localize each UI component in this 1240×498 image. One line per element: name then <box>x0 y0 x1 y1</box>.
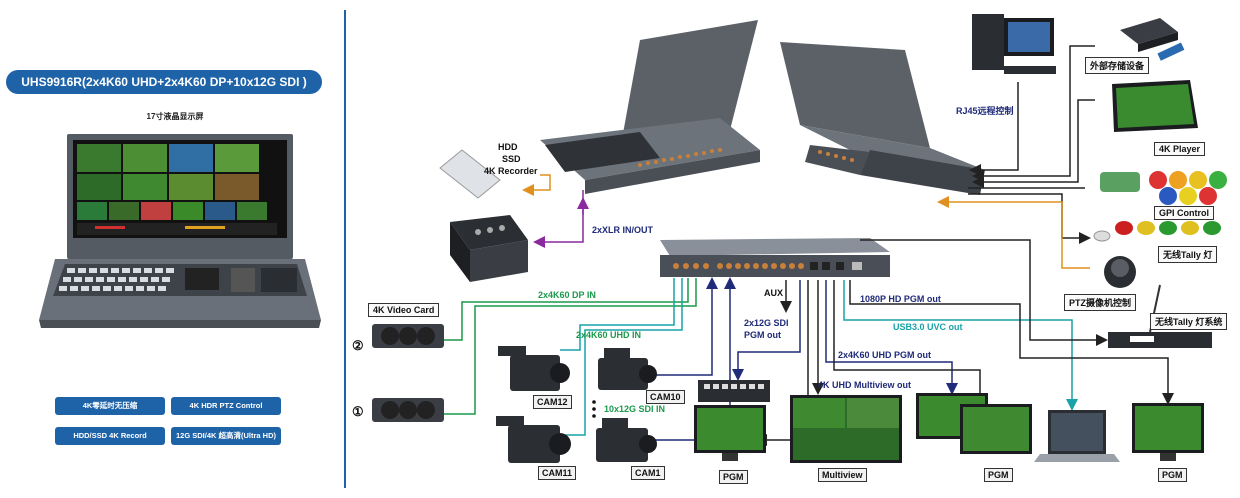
label-multiview: Multiview <box>818 468 867 482</box>
tally-lamp-device <box>1093 221 1221 242</box>
label-aux: AUX <box>764 288 784 298</box>
multiview-monitor <box>790 395 902 463</box>
label-hdd: HDD <box>498 142 518 152</box>
product-laptop-image <box>35 128 325 343</box>
cam1-device <box>596 418 657 462</box>
audio-mixer-device <box>450 215 528 282</box>
label-multiview-out: 4K UHD Multiview out <box>818 380 912 390</box>
label-cam1: CAM1 <box>631 466 665 480</box>
ext-storage-device <box>1120 18 1185 61</box>
label-hd-pgm: 1080P HD PGM out <box>860 294 941 304</box>
feature-zero-latency: 4K零延时无压缩 <box>55 397 165 415</box>
hd-pgm-monitor <box>1132 403 1204 461</box>
laptop-back-device <box>780 42 985 195</box>
label-ssd: SSD <box>502 154 521 164</box>
label-tally-system: 无线Tally 灯系统 <box>1150 313 1228 330</box>
switcher-unit <box>660 238 890 277</box>
label-video-card: 4K Video Card <box>368 303 440 317</box>
cam10-device <box>598 348 657 390</box>
label-pgm-a: PGM <box>719 470 748 484</box>
feature-hdd-record: HDD/SSD 4K Record <box>55 427 165 445</box>
pgm-monitor-a <box>694 405 766 461</box>
gpi-control-device <box>1100 171 1227 205</box>
label-xlr: 2xXLR IN/OUT <box>592 225 654 235</box>
panel-divider <box>344 10 346 488</box>
label-dp-in: 2x4K60 DP IN <box>538 290 596 300</box>
label-gpi: GPI Control <box>1154 206 1214 220</box>
label-cam12: CAM12 <box>533 395 572 409</box>
video-card-1-device <box>372 398 444 422</box>
label-cam10: CAM10 <box>646 390 685 404</box>
label-rj45: RJ45远程控制 <box>956 106 1014 116</box>
video-card-2-device <box>372 324 444 348</box>
label-uhd-pgm: 2x4K60 UHD PGM out <box>838 350 932 360</box>
uhd-pgm-monitor-2 <box>960 404 1032 454</box>
label-pgm-b: PGM <box>984 468 1013 482</box>
label-player: 4K Player <box>1154 142 1206 156</box>
label-tally-lamp: 无线Tally 灯 <box>1158 246 1218 263</box>
hdd-device <box>439 149 501 199</box>
uvc-laptop-device <box>1034 410 1120 462</box>
label-usb-uvc: USB3.0 UVC out <box>893 322 963 332</box>
label-ext-storage: 外部存储设备 <box>1085 57 1150 74</box>
product-subtitle: 17寸液晶显示屏 <box>146 112 204 121</box>
player-device <box>1112 80 1198 132</box>
laptop-front-device <box>540 20 760 194</box>
ptz-joystick-device <box>1104 256 1136 288</box>
feature-hdr-ptz: 4K HDR PTZ Control <box>171 397 281 415</box>
marker-1: ① <box>352 404 364 419</box>
marker-2: ② <box>352 338 364 353</box>
feature-sdi-uhd: 12G SDI/4K 超高清(Ultra HD) <box>171 427 281 445</box>
label-sdi-pgm-out: PGM out <box>744 330 781 340</box>
converter-device <box>698 380 770 402</box>
label-uhd-in: 2x4K60 UHD IN <box>576 330 642 340</box>
label-sdi-in: 10x12G SDI IN <box>604 404 666 414</box>
product-title: UHS9916R(2x4K60 UHD+2x4K60 DP+10x12G SDI… <box>6 70 322 94</box>
cam12-device <box>498 346 570 391</box>
cam11-device <box>496 416 571 463</box>
label-recorder: 4K Recorder <box>484 166 538 176</box>
label-sdi-pgm: 2x12G SDI <box>744 318 789 328</box>
label-cam11: CAM11 <box>538 466 577 480</box>
label-pgm-c: PGM <box>1158 468 1187 482</box>
label-ptz: PTZ摄像机控制 <box>1064 294 1136 311</box>
pc-device <box>972 14 1056 74</box>
